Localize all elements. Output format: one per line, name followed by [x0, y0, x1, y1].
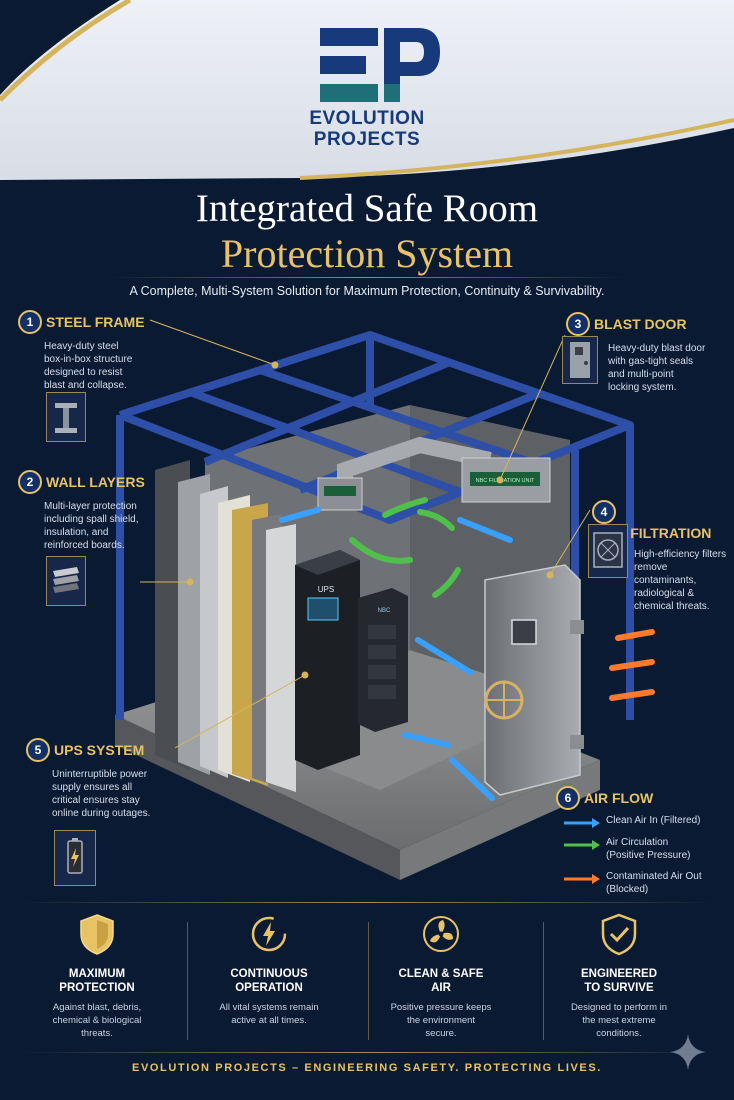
ups-label: UPS [318, 585, 334, 594]
blue-arrow-icon [564, 818, 600, 828]
callout-desc: High-efficiency filters remove contamina… [634, 549, 727, 612]
subtitle: A Complete, Multi-System Solution for Ma… [129, 284, 605, 298]
airflow-arrows [279, 497, 655, 801]
feature-divider [543, 922, 544, 1040]
legend-label: Contaminated Air Out(Blocked) [606, 871, 702, 895]
callout-desc: Uninterruptible power supply ensures all… [52, 769, 151, 819]
callout-desc: Heavy-duty blast door with gas-tight sea… [608, 343, 706, 393]
callout-title: STEEL FRAME [46, 314, 145, 330]
steel-frame [116, 331, 634, 725]
ventilation-duct [317, 436, 492, 511]
callout-number: 3 [566, 312, 590, 336]
feature-desc: Against blast, debris,chemical & biologi… [52, 1002, 142, 1039]
callout-number: 6 [556, 786, 580, 810]
header-swoosh [0, 0, 734, 180]
callout-number: 5 [26, 738, 50, 762]
callout-title: AIR FLOW [584, 790, 654, 806]
callout-title: UPS SYSTEM [54, 742, 145, 758]
legend-item-clean-air: Clean Air In (Filtered) [560, 814, 730, 834]
battery-icon [54, 830, 96, 886]
door-icon [562, 336, 598, 384]
legend-item-circulation: Air Circulation(Positive Pressure) [560, 836, 730, 866]
title-line2: Protection System [220, 231, 514, 276]
legend-item-contaminated: Contaminated Air Out(Blocked) [560, 870, 730, 900]
footer-divider [20, 1052, 714, 1053]
shield-icon [80, 914, 114, 955]
callout-number: 1 [18, 310, 42, 334]
orange-arrow-icon [564, 874, 600, 884]
fan-icon [423, 916, 459, 952]
layers-icon [46, 556, 86, 606]
wall-layers-stack [155, 460, 296, 792]
feature-divider [187, 922, 188, 1040]
callout-title: WALL LAYERS [46, 474, 145, 490]
features-top-divider [20, 902, 714, 903]
safe-room-diagram: NBC FILTRATION UNIT UPS NBC [115, 319, 655, 880]
blast-door [484, 564, 584, 796]
server-rack: NBC [358, 588, 408, 732]
legend-label: Air Circulation(Positive Pressure) [606, 837, 691, 861]
green-arrow-icon [564, 840, 600, 850]
ups-cabinet: UPS [295, 550, 360, 770]
power-cycle-icon [251, 916, 287, 952]
shield-check-icon [601, 913, 637, 956]
leader-lines [140, 319, 591, 749]
legend-label: Clean Air In (Filtered) [606, 815, 701, 826]
rack-label: NBC [378, 608, 391, 614]
callout-title: BLAST DOOR [594, 316, 687, 332]
callout-number: 2 [18, 470, 42, 494]
filter-unit-label: NBC FILTRATION UNIT [476, 478, 535, 484]
steel-beam-icon [46, 392, 86, 442]
nbc-filter-unit: NBC FILTRATION UNIT [461, 457, 551, 503]
callout-desc: Heavy-duty steel box-in-box structure de… [44, 341, 133, 391]
brand-name-line1: EVOLUTION [309, 108, 425, 129]
brand-name-line2: PROJECTS [313, 129, 421, 150]
filter-fan-icon [588, 524, 628, 578]
feature-divider [368, 922, 369, 1040]
title-divider [110, 277, 624, 278]
title-line1: Integrated Safe Room [195, 187, 539, 230]
ep-logo-icon [320, 28, 440, 102]
callout-number: 4 [592, 500, 616, 524]
callout-desc: Multi-layer protection including spall s… [44, 501, 139, 551]
footer-tagline: EVOLUTION PROJECTS – ENGINEERING SAFETY.… [132, 1062, 602, 1074]
